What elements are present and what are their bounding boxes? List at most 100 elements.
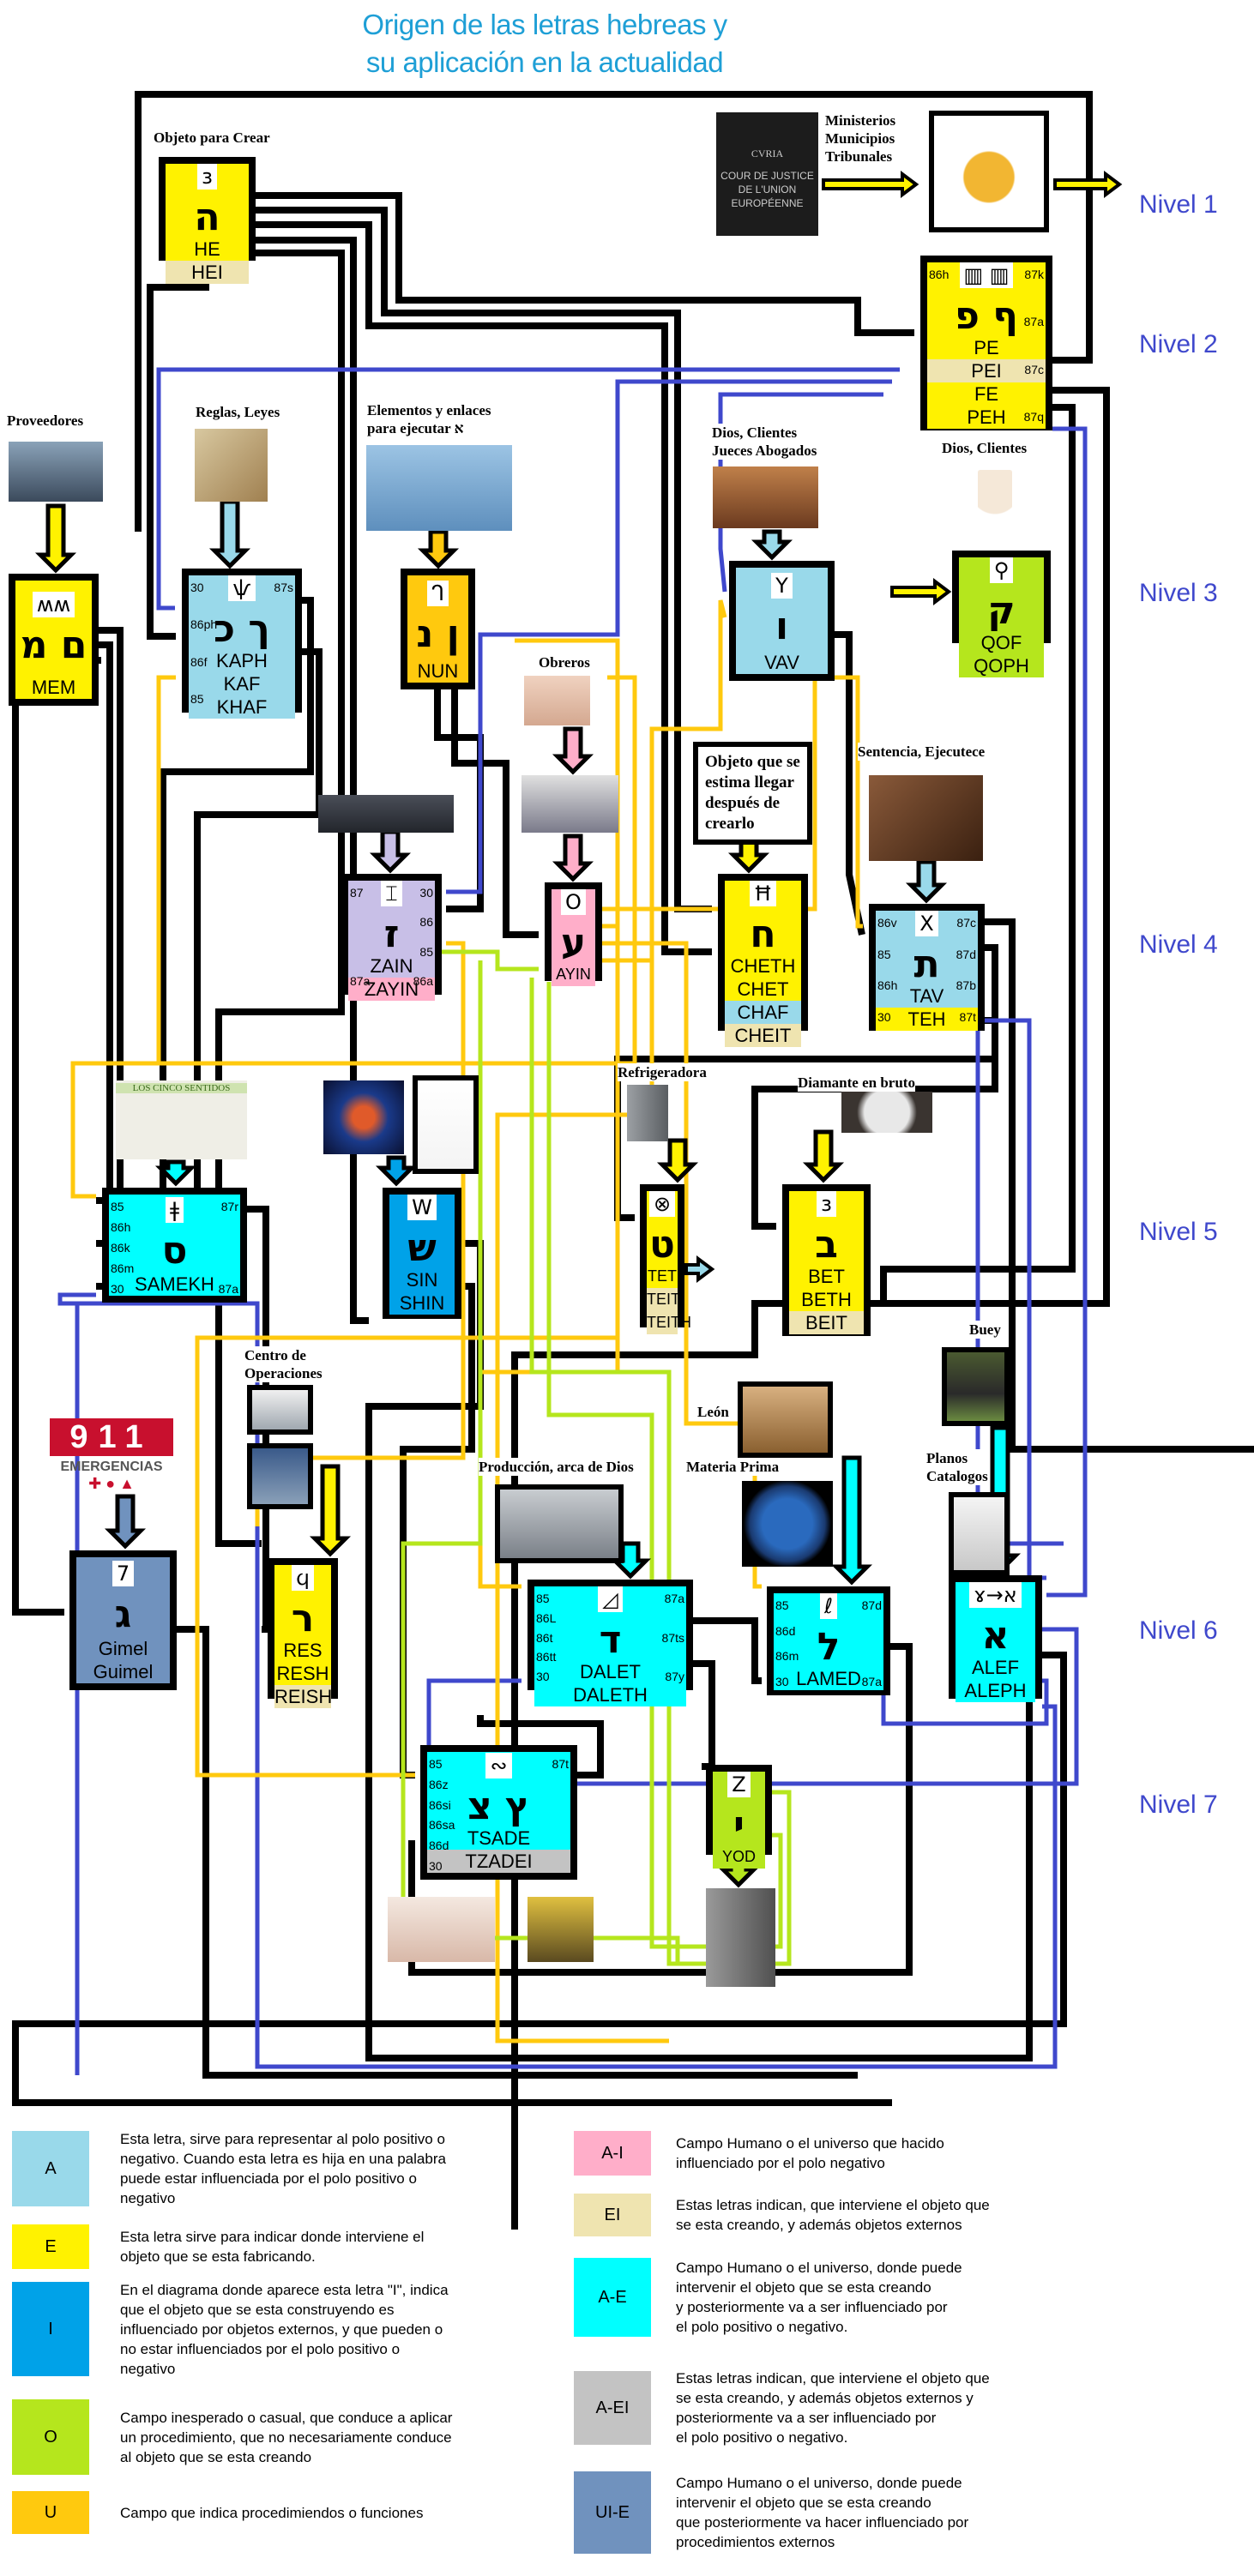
port-in[interactable]: 85: [877, 947, 891, 961]
port-in[interactable]: 87a: [350, 974, 371, 988]
port-out[interactable]: 87s: [274, 581, 293, 594]
caption-produccion: Producción, arca de Dios: [479, 1458, 634, 1476]
port-out[interactable]: 86: [419, 915, 433, 930]
port-out[interactable]: 87ts: [661, 1630, 684, 1645]
port-in[interactable]: 86h: [111, 1220, 131, 1234]
port-in[interactable]: 86ph: [190, 617, 218, 632]
port-out[interactable]: 87r: [220, 1200, 238, 1213]
port-out[interactable]: 87t: [959, 1010, 976, 1024]
port-out[interactable]: 86a: [413, 974, 433, 988]
port-out[interactable]: 30: [419, 886, 433, 900]
port-out[interactable]: 87y: [665, 1670, 684, 1683]
port-in[interactable]: 85: [429, 1757, 443, 1771]
port-out[interactable]: 87q: [1023, 410, 1044, 424]
port-in[interactable]: 86t: [536, 1630, 553, 1645]
port-in[interactable]: 30: [536, 1670, 550, 1683]
port-in[interactable]: 86h: [877, 978, 898, 993]
caption-line: Obreros: [539, 654, 590, 671]
port-in[interactable]: 86m: [111, 1261, 135, 1275]
port-in[interactable]: 86sa: [429, 1818, 455, 1833]
connector-line: [1046, 426, 1088, 1598]
port-in[interactable]: 85: [190, 692, 204, 706]
port-in[interactable]: 86tt: [536, 1650, 557, 1664]
port-in[interactable]: 86z: [429, 1777, 449, 1791]
hebrew-letter: ת: [913, 942, 940, 986]
port-in[interactable]: 86m: [775, 1649, 799, 1664]
port-in[interactable]: 85: [111, 1200, 124, 1213]
glyph-area: ▥ ▥ף פ: [927, 262, 1046, 336]
caption-line: estima llegar: [705, 773, 794, 791]
port-out[interactable]: 87a: [861, 1675, 882, 1688]
port-in[interactable]: 30: [429, 1859, 443, 1873]
connector-line: [408, 1643, 913, 1976]
port-in[interactable]: 86si: [429, 1797, 451, 1812]
letter-name: TEIT: [647, 1288, 680, 1311]
port-in[interactable]: 86k: [111, 1241, 130, 1255]
legend-line: se esta creando, y además objetos extern…: [676, 2390, 974, 2406]
port-out[interactable]: 87a: [218, 1282, 238, 1296]
port-out[interactable]: 87c: [1024, 362, 1044, 376]
glyph-row: ɜ: [817, 1191, 836, 1217]
glyph-area: ⌶ז: [348, 881, 435, 954]
ancient-tet-icon: ⊗: [648, 1191, 676, 1217]
port-out[interactable]: 87b: [956, 978, 976, 993]
port-in[interactable]: 30: [190, 581, 204, 594]
port-out[interactable]: 87a: [664, 1592, 684, 1605]
letter-name: RES: [274, 1639, 331, 1662]
port-in[interactable]: 86v: [877, 916, 897, 930]
court-logo-line: COUR DE JUSTICE: [720, 170, 814, 182]
port-in[interactable]: 85: [775, 1598, 789, 1612]
port-in[interactable]: 30: [775, 1675, 789, 1688]
nervous-system-image: [413, 1075, 479, 1174]
legend-text: Campo que indica procedimiendos o funcio…: [120, 2503, 566, 2523]
port-in[interactable]: 30: [111, 1282, 124, 1296]
port-out[interactable]: 87c: [956, 916, 976, 930]
port-out[interactable]: 87d: [861, 1598, 882, 1612]
port-in[interactable]: 86d: [429, 1839, 449, 1853]
port-in[interactable]: 86f: [190, 654, 208, 669]
port-out[interactable]: 87t: [552, 1757, 569, 1771]
port-in[interactable]: 86L: [536, 1610, 557, 1625]
port-in[interactable]: 30: [877, 1010, 891, 1024]
angels-image: [524, 676, 590, 725]
port-in[interactable]: 87: [350, 886, 364, 900]
port-out[interactable]: 87k: [1024, 268, 1044, 281]
port-in[interactable]: 86h: [929, 268, 950, 281]
port-out[interactable]: 85: [419, 944, 433, 959]
letter-name: BEIT: [789, 1311, 864, 1334]
legend-line: Estas letras indican, que interviene el …: [676, 2197, 990, 2213]
port-in[interactable]: 86d: [775, 1623, 796, 1638]
glyph-row: X: [915, 911, 938, 936]
legend-line: el polo positivo o negativo.: [676, 2319, 848, 2335]
port-out[interactable]: 87a: [1023, 315, 1044, 329]
port-in[interactable]: 85: [536, 1592, 550, 1605]
port-out[interactable]: 87d: [956, 947, 976, 961]
connector-line: [511, 387, 1110, 2230]
